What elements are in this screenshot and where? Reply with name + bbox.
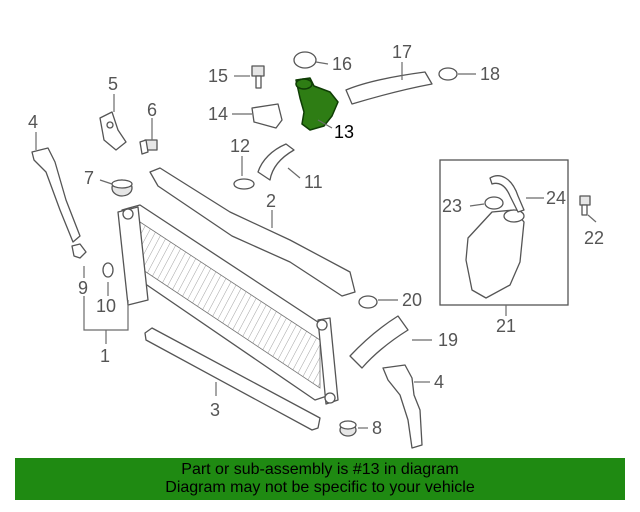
callout-8: 8 — [372, 418, 382, 438]
callout-21: 21 — [496, 316, 516, 336]
water-outlet-part-13 — [295, 77, 339, 131]
upper-support-part-2 — [149, 167, 356, 297]
clip-part-23 — [484, 196, 504, 210]
bracket-part-14 — [251, 103, 283, 129]
clamp-part-12 — [233, 178, 255, 190]
callout-10: 10 — [96, 296, 116, 316]
parts-diagram: 4 5 6 7 2 3 4 8 9 10 1 12 11 13 14 15 16… — [28, 42, 604, 449]
callout-12: 12 — [230, 136, 250, 156]
callout-24: 24 — [546, 188, 566, 208]
callout-1: 1 — [100, 346, 110, 366]
callout-15: 15 — [208, 66, 228, 86]
cap-part-8 — [339, 420, 357, 437]
clamp-part-20 — [358, 295, 378, 309]
banner-line-2: Diagram may not be specific to your vehi… — [165, 479, 475, 496]
callout-14: 14 — [208, 104, 228, 124]
callout-3: 3 — [210, 400, 220, 420]
bolt-part-22 — [579, 195, 591, 216]
clamp-part-18 — [438, 67, 458, 81]
callout-2: 2 — [266, 191, 276, 211]
lower-support-part-3 — [144, 327, 321, 431]
bolt-part-15 — [251, 65, 265, 89]
hose-part-11 — [257, 143, 295, 181]
callout-17: 17 — [392, 42, 412, 62]
callout-9: 9 — [78, 278, 88, 298]
right-bracket-part-4 — [382, 364, 423, 449]
callout-23: 23 — [442, 196, 462, 216]
bolt-part-6 — [139, 139, 158, 155]
callout-11: 11 — [304, 172, 323, 192]
leader-lines — [35, 61, 597, 429]
hose-part-24 — [489, 175, 525, 213]
callout-22: 22 — [584, 228, 604, 248]
drain-plug-part-9 — [71, 243, 87, 259]
bracket-part-5 — [99, 111, 127, 151]
callout-19: 19 — [438, 330, 458, 350]
left-bracket-part-4 — [31, 147, 81, 243]
callout-4-right: 4 — [434, 372, 444, 392]
banner-line-1: Part or sub-assembly is #13 in diagram — [181, 461, 459, 478]
callout-16: 16 — [332, 54, 352, 74]
callout-4-left: 4 — [28, 112, 38, 132]
callout-13: 13 — [334, 122, 354, 142]
callout-6: 6 — [147, 100, 157, 120]
lower-hose-part-19 — [349, 315, 409, 369]
callout-labels: 4 5 6 7 2 3 4 8 9 10 1 12 11 13 14 15 16… — [28, 42, 604, 438]
grommet-part-7 — [111, 179, 133, 197]
radiator — [117, 204, 339, 405]
info-banner: Part or sub-assembly is #13 in diagram D… — [15, 458, 625, 500]
upper-hose-part-17 — [345, 71, 433, 105]
callout-5: 5 — [108, 74, 118, 94]
o-ring-part-10 — [102, 262, 114, 278]
callout-20: 20 — [402, 290, 422, 310]
callout-18: 18 — [480, 64, 500, 84]
reservoir-assembly-part-21 — [439, 159, 569, 306]
callout-7: 7 — [84, 168, 94, 188]
cap-part-16 — [293, 51, 317, 69]
